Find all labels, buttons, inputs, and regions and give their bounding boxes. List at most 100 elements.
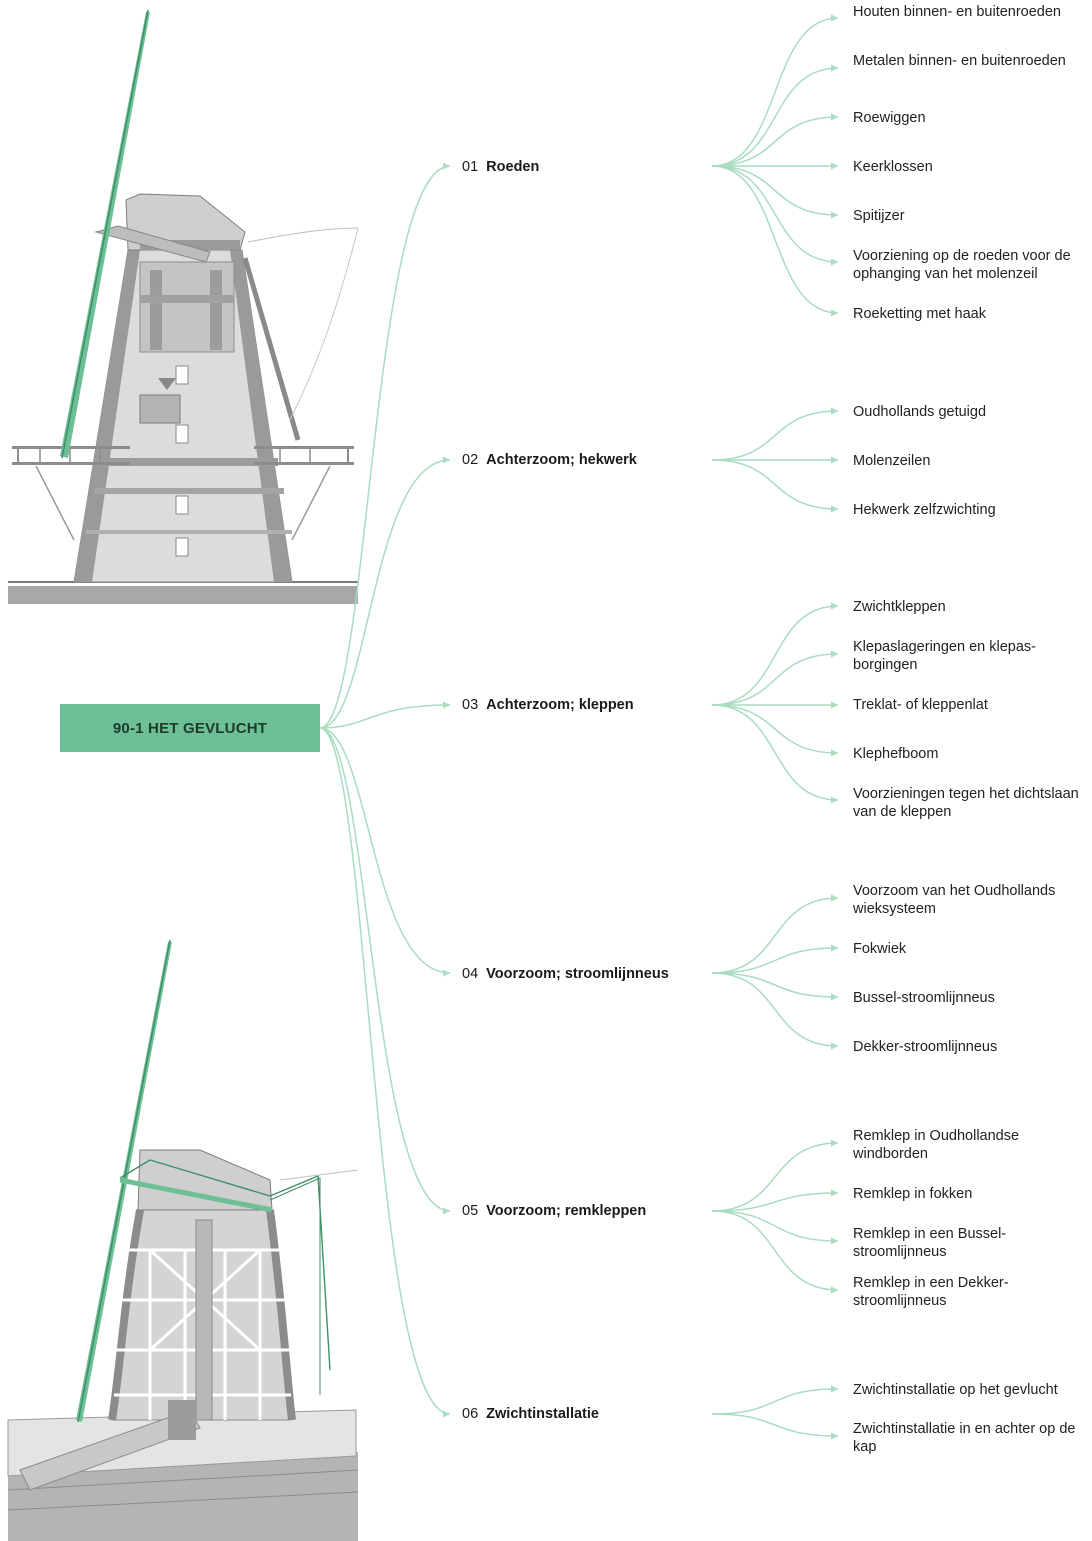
connector-category-to-item: [711, 653, 839, 706]
connector-root-to-category: [319, 727, 451, 974]
connector-category-to-item: [711, 972, 839, 998]
connector-arrowhead: [831, 894, 838, 902]
connector-arrowhead: [831, 1237, 838, 1245]
category-number: 03: [462, 697, 479, 713]
connector-root-to-category: [319, 165, 451, 729]
leaf-item: Molenzeilen: [853, 453, 931, 469]
connector-arrowhead: [831, 64, 838, 72]
connector-category-to-item: [711, 704, 839, 754]
leaf-item: Treklat- of kleppenlat: [853, 697, 988, 713]
leaf-item: Hekwerk zelfzwichting: [853, 502, 996, 518]
category-name: Voorzoom; stroomlijnneus: [486, 966, 669, 982]
leaf-item: Metalen binnen- en buitenroeden: [853, 53, 1066, 69]
category-number: 01: [462, 159, 479, 175]
connector-arrowhead: [443, 1410, 450, 1418]
connector-category-to-item: [711, 116, 839, 167]
connector-arrowhead: [831, 1286, 838, 1294]
connector-category-to-item: [711, 972, 839, 1047]
connector-arrowhead: [443, 969, 450, 977]
leaf-item: Voorziening op de roeden voor de ophangi…: [853, 248, 1071, 282]
windmill-section-drawing: [7, 939, 359, 1541]
leaf-item: Roewiggen: [853, 110, 926, 126]
leaf-item: Klepaslageringen en klepas-borgingen: [853, 639, 1036, 673]
connector-category-to-item: [711, 165, 839, 314]
connector-root-to-category: [319, 704, 451, 729]
leaf-item: Bussel-stroomlijnneus: [853, 990, 995, 1006]
category-number: 04: [462, 966, 479, 982]
connector-arrowhead: [831, 602, 838, 610]
connector-category-to-item: [711, 165, 839, 216]
connector-root-to-category: [319, 727, 451, 1212]
category-05: 05 Voorzoom; remkleppen: [462, 1202, 646, 1220]
connector-arrowhead: [831, 309, 838, 317]
connector-arrowhead: [831, 1042, 838, 1050]
category-number: 05: [462, 1203, 479, 1219]
category-01: 01 Roeden: [462, 158, 539, 176]
leaf-item: Spitijzer: [853, 208, 905, 224]
connector-arrowhead: [831, 162, 838, 170]
category-02: 02 Achterzoom; hekwerk: [462, 451, 637, 469]
leaf-item: Voorzoom van het Oudhollands wieksysteem: [853, 883, 1056, 917]
connector-category-to-item: [711, 1192, 839, 1212]
connector-category-to-item: [711, 410, 839, 461]
connector-arrowhead: [831, 1432, 838, 1440]
connector-category-to-item: [711, 897, 839, 974]
connector-arrowhead: [443, 701, 450, 709]
category-name: Roeden: [486, 159, 540, 175]
category-03: 03 Achterzoom; kleppen: [462, 696, 634, 714]
connector-category-to-item: [711, 1413, 839, 1437]
root-node: 90-1 HET GEVLUCHT: [60, 704, 320, 752]
connector-arrowhead: [831, 1189, 838, 1197]
leaf-item: Remklep in Oudhollandse windborden: [853, 1128, 1020, 1162]
connector-arrowhead: [443, 1207, 450, 1215]
connector-arrowhead: [831, 14, 838, 22]
connector-category-to-item: [711, 165, 839, 263]
connector-arrowhead: [831, 505, 838, 513]
connector-arrowhead: [831, 993, 838, 1001]
connector-category-to-item: [711, 1210, 839, 1291]
category-name: Achterzoom; kleppen: [486, 697, 634, 713]
connector-category-to-item: [711, 704, 839, 801]
leaf-item: Zwichtkleppen: [853, 599, 946, 615]
connector-arrowhead: [831, 407, 838, 415]
category-name: Zwichtinstallatie: [486, 1406, 599, 1422]
connector-arrowhead: [831, 1385, 838, 1393]
connector-arrowhead: [831, 211, 838, 219]
connector-category-to-item: [711, 1388, 839, 1415]
leaf-item: Voorzieningen tegen het dichtslaan van d…: [853, 786, 1079, 820]
connector-category-to-item: [711, 1210, 839, 1242]
leaf-item: Fokwiek: [853, 941, 907, 957]
connector-category-to-item: [711, 17, 839, 167]
leaf-item: Dekker-stroomlijnneus: [853, 1039, 998, 1055]
leaf-item: Remklep in een Bussel-stroomlijnneus: [853, 1226, 1007, 1260]
connector-root-to-category: [319, 727, 451, 1415]
category-name: Achterzoom; hekwerk: [486, 452, 637, 468]
connector-category-to-item: [711, 67, 839, 167]
leaf-item: Roeketting met haak: [853, 306, 986, 322]
connector-arrowhead: [831, 796, 838, 804]
leaf-item: Houten binnen- en buitenroeden: [853, 4, 1061, 20]
category-number: 06: [462, 1406, 479, 1422]
connector-arrowhead: [831, 650, 838, 658]
category-number: 02: [462, 452, 479, 468]
connector-category-to-item: [711, 947, 839, 974]
connector-arrowhead: [831, 749, 838, 757]
leaf-item: Klephefboom: [853, 746, 939, 762]
leaf-item: Zwichtinstallatie op het gevlucht: [853, 1382, 1058, 1398]
connector-root-to-category: [319, 459, 451, 729]
connector-category-to-item: [711, 459, 839, 510]
root-label: 90-1 HET GEVLUCHT: [112, 719, 268, 737]
connector-arrowhead: [831, 258, 838, 266]
connector-arrowhead: [831, 1139, 838, 1147]
connector-lines: [319, 14, 839, 1440]
leaf-item: Remklep in een Dekker-stroomlijnneus: [853, 1275, 1009, 1309]
connector-arrowhead: [443, 162, 450, 170]
connector-category-to-item: [711, 605, 839, 706]
leaf-item: Keerklossen: [853, 159, 933, 175]
connector-arrowhead: [831, 456, 838, 464]
connector-category-to-item: [711, 1142, 839, 1212]
category-name: Voorzoom; remkleppen: [486, 1203, 647, 1219]
category-04: 04 Voorzoom; stroomlijnneus: [462, 965, 669, 983]
connector-arrowhead: [831, 944, 838, 952]
